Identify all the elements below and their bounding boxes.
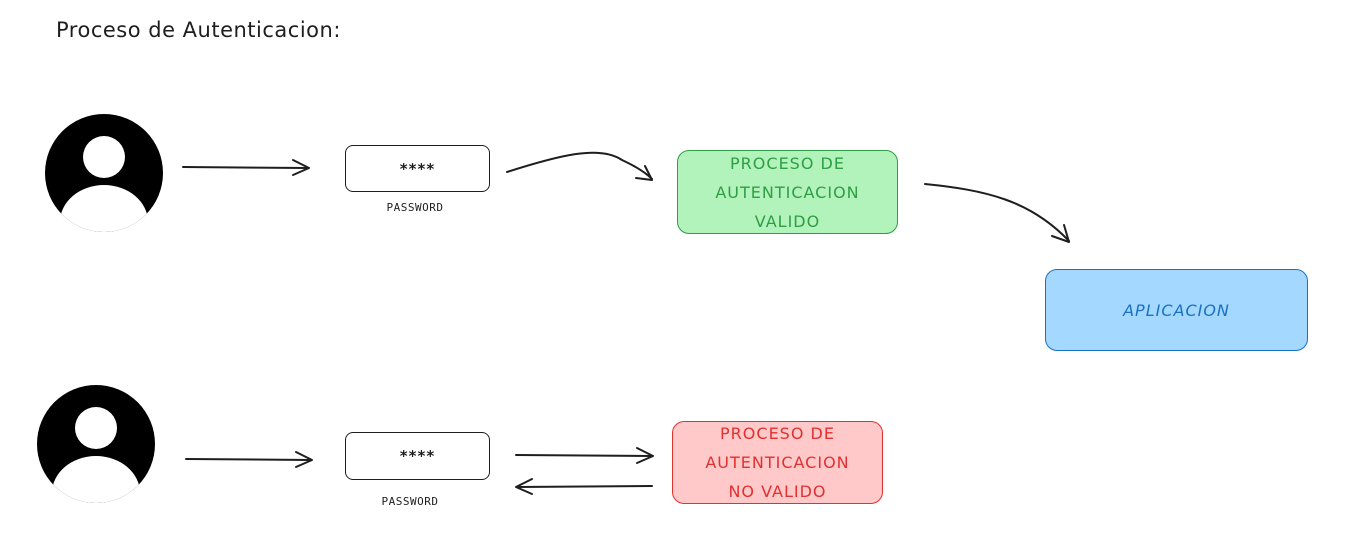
password-field-invalid: **** [345,432,490,480]
arrow-password-to-process-invalid [515,447,654,464]
user-avatar-icon-valid [45,114,163,232]
arrow-user-to-password-valid [182,159,310,176]
arrow-user-to-password-invalid [185,451,313,468]
arrow-process-to-app [924,183,1070,243]
password-field-valid: **** [345,145,490,192]
diagram-title: Proceso de Autenticacion: [56,18,341,42]
process-invalid-box: PROCESO DE AUTENTICACION NO VALIDO [672,421,883,504]
password-label-invalid: PASSWORD [381,495,439,508]
arrow-process-invalid-back-to-password [515,478,653,495]
password-label-valid: PASSWORD [386,201,444,214]
user-avatar-icon-invalid [37,385,155,503]
arrow-password-to-process-valid [506,151,653,181]
process-valid-box: PROCESO DE AUTENTICACION VALIDO [677,150,898,234]
application-box: APLICACION [1045,269,1308,351]
